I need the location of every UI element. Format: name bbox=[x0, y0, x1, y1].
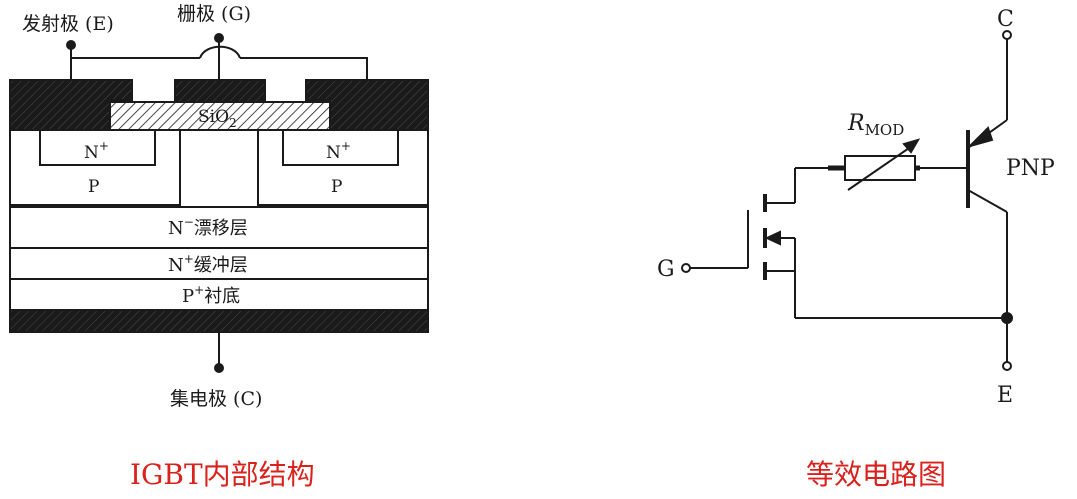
resistor-arrow-head bbox=[902, 138, 921, 154]
gate-label: 栅极 (G) bbox=[177, 3, 251, 25]
p-well-right bbox=[257, 130, 429, 206]
collector-label: 集电极 (C) bbox=[170, 388, 262, 410]
pnp-emitter-arrow bbox=[966, 126, 994, 148]
emitter-terminal-label: E bbox=[997, 383, 1013, 408]
collector-metal bbox=[9, 309, 429, 333]
oxide-layer bbox=[109, 101, 331, 131]
emitter-label: 发射极 (E) bbox=[22, 13, 114, 35]
substrate-layer-label: P+衬底 bbox=[182, 283, 240, 307]
collector-terminal-label: C bbox=[997, 7, 1014, 32]
gate-terminal-node bbox=[681, 263, 691, 273]
equivalent-circuit bbox=[681, 30, 1013, 371]
circuit-caption: 等效电路图 bbox=[806, 458, 946, 491]
igbt-structure bbox=[9, 33, 429, 373]
structure-caption: IGBT内部结构 bbox=[130, 458, 315, 491]
buffer-layer-label: N+缓冲层 bbox=[168, 252, 248, 276]
gate-terminal-label: G bbox=[657, 257, 675, 282]
n-plus-left bbox=[39, 130, 156, 166]
pnp-collector-leg bbox=[967, 189, 1008, 213]
resistor-label: RMOD bbox=[847, 111, 904, 139]
collector-node bbox=[214, 363, 224, 373]
gate-metal bbox=[174, 79, 266, 103]
transistor-type-label: PNP bbox=[1006, 156, 1055, 181]
n-plus-left-label: N+ bbox=[84, 139, 109, 163]
p-left-label: P bbox=[88, 177, 99, 197]
drift-layer-label: N−漂移层 bbox=[168, 215, 248, 239]
n-plus-right bbox=[282, 130, 399, 166]
resistor-variable-arrow bbox=[847, 145, 913, 191]
mosfet-body-arrow bbox=[764, 230, 781, 246]
oxide-label: SiO2 bbox=[198, 107, 237, 130]
n-plus-right-label: N+ bbox=[326, 139, 351, 163]
emitter-terminal-node bbox=[1002, 361, 1012, 371]
collector-terminal-node bbox=[1002, 30, 1012, 40]
p-right-label: P bbox=[331, 177, 342, 197]
gate-node bbox=[214, 33, 224, 43]
p-well-left bbox=[9, 130, 181, 206]
